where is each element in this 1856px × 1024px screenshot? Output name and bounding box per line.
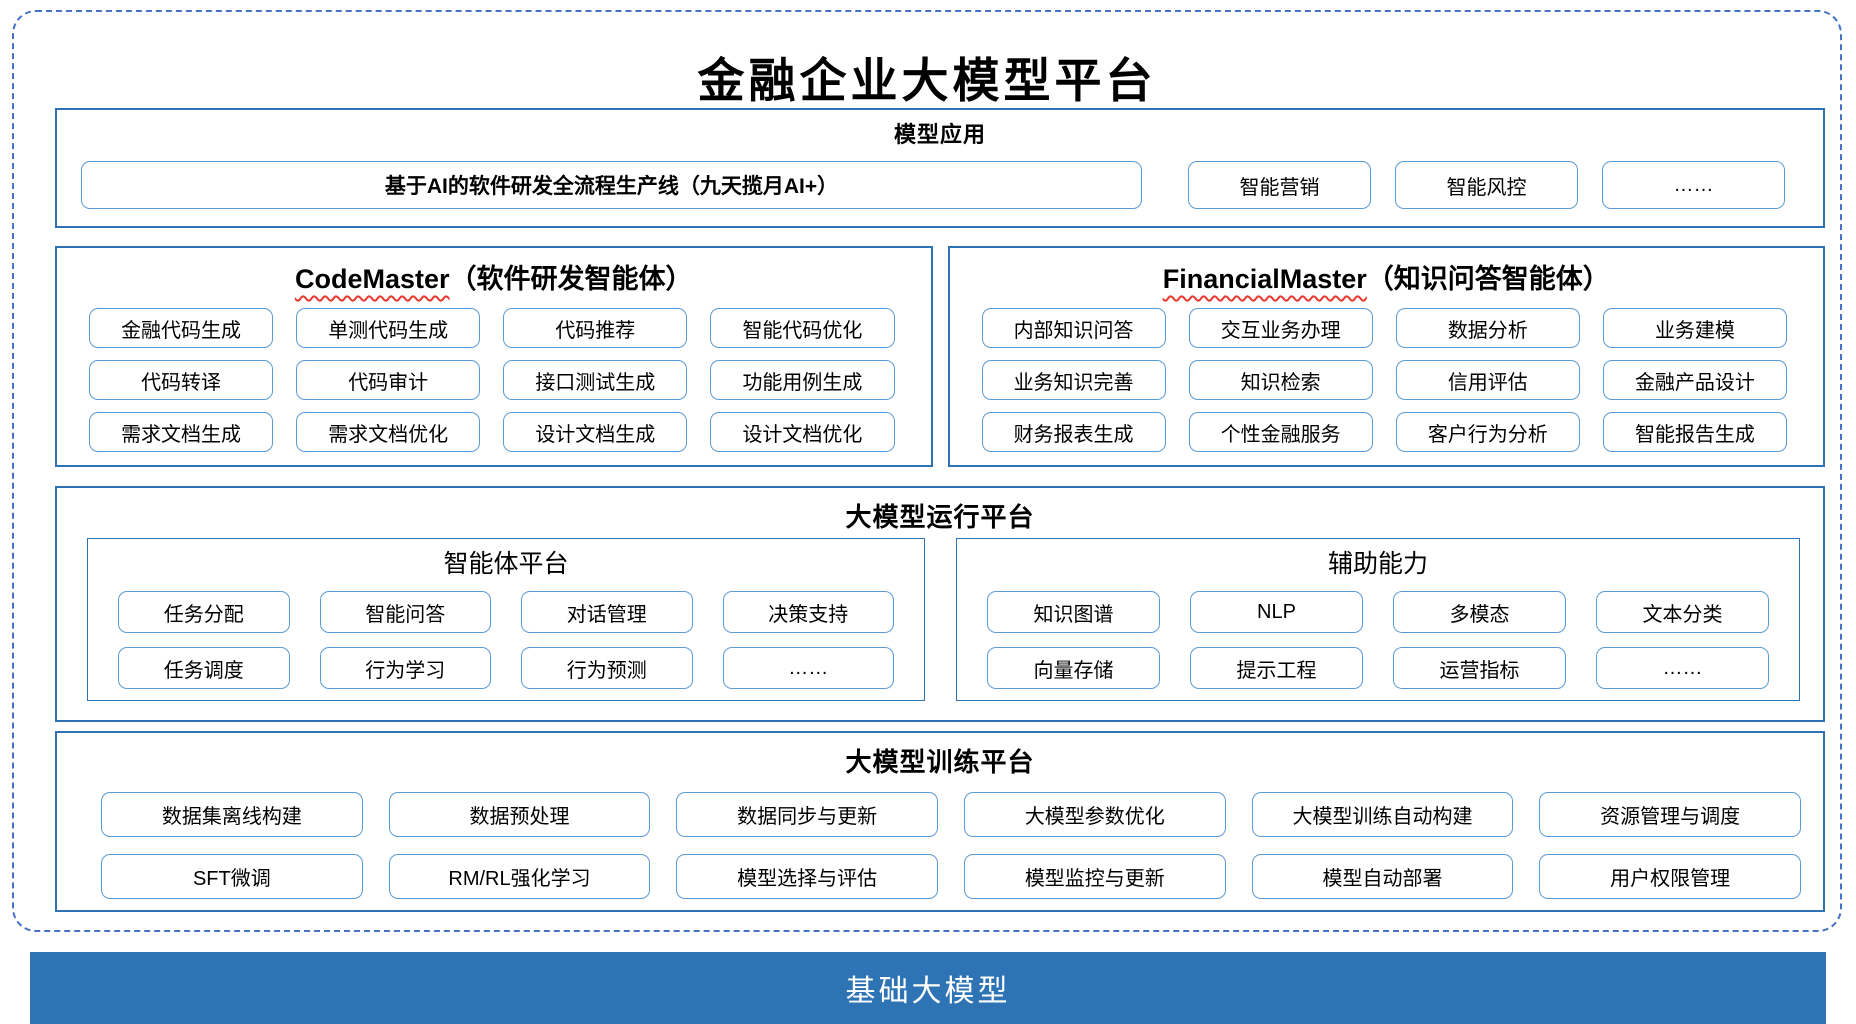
- agent-platform-chip-grid: 任务分配 智能问答 对话管理 决策支持 任务调度 行为学习 行为预测 ……: [88, 580, 924, 689]
- capability-chip: 大模型参数优化: [963, 792, 1226, 837]
- capability-chip: 数据分析: [1395, 308, 1580, 348]
- capability-chip: 行为预测: [521, 647, 693, 689]
- agents-row: CodeMaster（软件研发智能体） 金融代码生成 单测代码生成 代码推荐 智…: [55, 246, 1825, 467]
- section-financialmaster: FinancialMaster（知识问答智能体） 内部知识问答 交互业务办理 数…: [947, 246, 1825, 467]
- capability-chip: 向量存储: [987, 647, 1160, 689]
- capability-chip: 模型监控与更新: [963, 854, 1226, 899]
- capability-chip: 需求文档优化: [296, 412, 481, 452]
- ai-pipeline-chip: 基于AI的软件研发全流程生产线（九天揽月AI+）: [81, 161, 1142, 209]
- capability-chip: 单测代码生成: [296, 308, 481, 348]
- capability-chip: 决策支持: [722, 591, 894, 633]
- aux-capabilities-title: 辅助能力: [1327, 550, 1428, 578]
- capability-chip: 智能营销: [1188, 161, 1371, 209]
- base-model-label: 基础大模型: [845, 975, 1011, 1008]
- capability-chip: 任务分配: [118, 591, 290, 633]
- capability-chip: 金融产品设计: [1602, 360, 1787, 400]
- codemaster-title: CodeMaster（软件研发智能体）: [57, 248, 931, 296]
- financialmaster-title: FinancialMaster（知识问答智能体）: [950, 248, 1824, 296]
- capability-chip: ……: [1602, 161, 1785, 209]
- capability-chip: 提示工程: [1190, 647, 1363, 689]
- capability-chip: 运营指标: [1393, 647, 1566, 689]
- capability-chip: 用户权限管理: [1539, 854, 1801, 899]
- capability-chip: 对话管理: [521, 591, 693, 633]
- capability-chip: 大模型训练自动构建: [1251, 792, 1514, 837]
- codemaster-name: CodeMaster: [294, 264, 450, 294]
- capability-chip: 知识检索: [1188, 360, 1373, 400]
- financialmaster-name: FinancialMaster: [1162, 264, 1367, 294]
- capability-chip: 智能代码优化: [710, 308, 895, 348]
- capability-chip: 智能报告生成: [1602, 412, 1787, 452]
- section-model-applications: 模型应用 基于AI的软件研发全流程生产线（九天揽月AI+） 智能营销 智能风控 …: [55, 108, 1825, 228]
- capability-chip: 代码推荐: [503, 308, 688, 348]
- base-model-bar: 基础大模型: [30, 952, 1826, 1024]
- capability-chip: 行为学习: [319, 647, 491, 689]
- model-applications-row: 基于AI的软件研发全流程生产线（九天揽月AI+） 智能营销 智能风控 ……: [57, 149, 1823, 209]
- capability-chip: 金融代码生成: [89, 308, 274, 348]
- capability-chip: 模型选择与评估: [676, 854, 938, 899]
- capability-chip: 接口测试生成: [503, 360, 688, 400]
- capability-chip: 代码转译: [89, 360, 274, 400]
- model-applications-header: 模型应用: [893, 122, 986, 147]
- capability-chip: 需求文档生成: [89, 412, 274, 452]
- financialmaster-chip-grid: 内部知识问答 交互业务办理 数据分析 业务建模 业务知识完善 知识检索 信用评估…: [950, 296, 1824, 452]
- capability-chip: 交互业务办理: [1188, 308, 1373, 348]
- capability-chip: ……: [722, 647, 894, 689]
- capability-chip: NLP: [1190, 591, 1363, 633]
- capability-chip: 数据集离线构建: [101, 792, 363, 837]
- capability-chip: 代码审计: [296, 360, 481, 400]
- training-platform-chip-grid: 数据集离线构建 数据预处理 数据同步与更新 大模型参数优化 大模型训练自动构建 …: [57, 779, 1823, 899]
- capability-chip: 任务调度: [118, 647, 290, 689]
- codemaster-chip-grid: 金融代码生成 单测代码生成 代码推荐 智能代码优化 代码转译 代码审计 接口测试…: [57, 296, 931, 452]
- capability-chip: 资源管理与调度: [1539, 792, 1801, 837]
- page-title: 金融企业大模型平台: [697, 56, 1157, 108]
- training-platform-header: 大模型训练平台: [845, 747, 1035, 777]
- capability-chip: 客户行为分析: [1395, 412, 1580, 452]
- capability-chip: RM/RL强化学习: [388, 854, 651, 899]
- capability-chip: 设计文档生成: [503, 412, 688, 452]
- capability-chip: 文本分类: [1596, 591, 1769, 633]
- capability-chip: 模型自动部署: [1251, 854, 1514, 899]
- capability-chip: 知识图谱: [987, 591, 1160, 633]
- capability-chip: 财务报表生成: [981, 412, 1166, 452]
- section-training-platform: 大模型训练平台 数据集离线构建 数据预处理 数据同步与更新 大模型参数优化 大模…: [55, 731, 1825, 912]
- capability-chip: 功能用例生成: [710, 360, 895, 400]
- capability-chip: ……: [1596, 647, 1769, 689]
- section-runtime-platform: 大模型运行平台 智能体平台 任务分配 智能问答 对话管理 决策支持 任务调度 行…: [55, 486, 1825, 722]
- subsection-aux-capabilities: 辅助能力 知识图谱 NLP 多模态 文本分类 向量存储 提示工程 运营指标 ……: [956, 538, 1800, 701]
- capability-chip: 多模态: [1393, 591, 1566, 633]
- capability-chip: 业务建模: [1602, 308, 1787, 348]
- runtime-platform-row: 智能体平台 任务分配 智能问答 对话管理 决策支持 任务调度 行为学习 行为预测…: [87, 538, 1800, 701]
- capability-chip: 智能风控: [1395, 161, 1578, 209]
- section-codemaster: CodeMaster（软件研发智能体） 金融代码生成 单测代码生成 代码推荐 智…: [55, 246, 933, 467]
- agent-platform-title: 智能体平台: [443, 550, 569, 578]
- financialmaster-subtitle: （知识问答智能体）: [1366, 264, 1610, 294]
- aux-capabilities-chip-grid: 知识图谱 NLP 多模态 文本分类 向量存储 提示工程 运营指标 ……: [957, 580, 1799, 689]
- capability-chip: 业务知识完善: [981, 360, 1166, 400]
- capability-chip: 智能问答: [319, 591, 491, 633]
- capability-chip: SFT微调: [101, 854, 363, 899]
- capability-chip: 设计文档优化: [710, 412, 895, 452]
- runtime-platform-header: 大模型运行平台: [845, 502, 1035, 532]
- subsection-agent-platform: 智能体平台 任务分配 智能问答 对话管理 决策支持 任务调度 行为学习 行为预测…: [87, 538, 925, 701]
- codemaster-subtitle: （软件研发智能体）: [449, 264, 693, 294]
- capability-chip: 数据同步与更新: [676, 792, 938, 837]
- capability-chip: 内部知识问答: [981, 308, 1166, 348]
- platform-frame: 金融企业大模型平台 模型应用 基于AI的软件研发全流程生产线（九天揽月AI+） …: [12, 10, 1842, 932]
- capability-chip: 个性金融服务: [1188, 412, 1373, 452]
- capability-chip: 数据预处理: [388, 792, 651, 837]
- capability-chip: 信用评估: [1395, 360, 1580, 400]
